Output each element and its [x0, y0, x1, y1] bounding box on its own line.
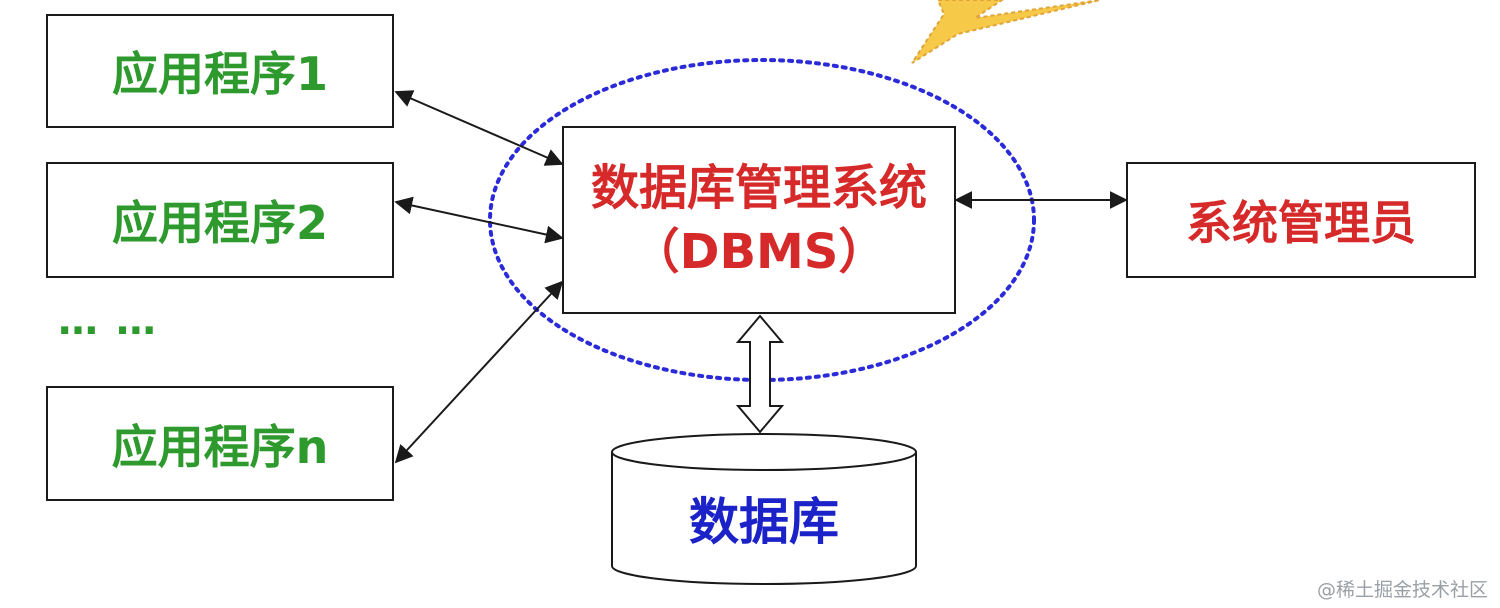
more-apps-ellipsis: … …	[58, 298, 158, 344]
database-cylinder	[611, 433, 917, 585]
arrow-app2-dbms	[394, 196, 564, 244]
admin-box: 系统管理员	[1126, 162, 1476, 278]
database-label: 数据库	[689, 493, 839, 551]
admin-label: 系统管理员	[1186, 196, 1416, 250]
dbms-label: 数据库管理系统（DBMS）	[590, 160, 927, 280]
arrow-app1-dbms	[394, 90, 564, 166]
watermark: @稀土掘金技术社区	[1316, 579, 1488, 601]
app-label-2: 应用程序2	[111, 196, 328, 250]
app-label-1: 应用程序1	[111, 47, 328, 101]
arrow-appn-dbms	[394, 280, 564, 464]
starburst-shape	[911, 0, 1101, 64]
double-arrow-dbms-database	[735, 314, 785, 434]
app-label-n: 应用程序n	[111, 419, 329, 474]
app-box-1: 应用程序1	[46, 14, 394, 128]
app-box-2: 应用程序2	[46, 162, 394, 278]
app-box-n: 应用程序n	[46, 386, 394, 501]
dbms-box: 数据库管理系统（DBMS）	[562, 126, 956, 314]
